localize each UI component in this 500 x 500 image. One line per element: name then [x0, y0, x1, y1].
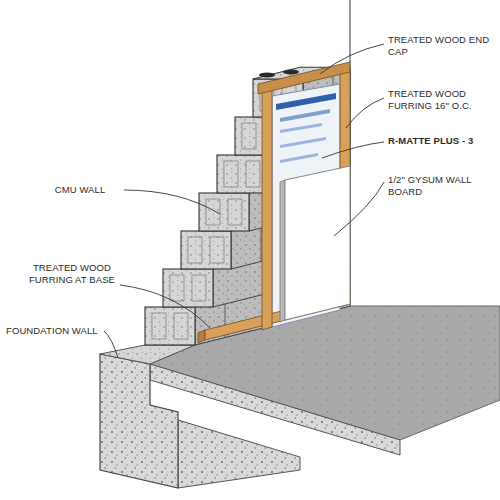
- cmu-core-outline: [206, 199, 220, 225]
- leader-line: [334, 182, 384, 236]
- callout-label: 1/2" GYSUM WALL BOARD: [388, 174, 496, 198]
- leader-lines: [104, 44, 384, 358]
- base-furring-end: [198, 330, 205, 343]
- cmu-block-end: [217, 155, 267, 193]
- wood-and-panels: [198, 62, 350, 343]
- panel-print-band: [280, 153, 318, 163]
- cmu-core-outline: [224, 161, 238, 187]
- cmu-core-outline: [242, 123, 256, 149]
- wood-end-cap: [258, 62, 350, 94]
- gypsum-board: [285, 166, 350, 320]
- cmu-core-outline: [188, 237, 202, 263]
- furring-strip: [262, 88, 272, 330]
- cmu-block-end: [163, 269, 213, 307]
- cmu-wall: [145, 67, 350, 345]
- foundation-wall: [100, 354, 178, 488]
- cmu-block-end: [145, 307, 195, 345]
- callout-label: TREATED WOOD END CAP: [388, 34, 496, 58]
- leader-line: [120, 285, 210, 328]
- cmu-core-outline: [192, 275, 206, 301]
- cmu-core: [259, 72, 275, 77]
- cmu-core-outline: [174, 313, 188, 339]
- panel-print-band: [280, 123, 322, 133]
- cmu-core-outline: [228, 199, 242, 225]
- panel-print-band: [276, 93, 336, 110]
- cmu-block-end: [181, 231, 231, 269]
- leader-line: [322, 142, 384, 158]
- callout-label: R-MATTE PLUS - 3: [388, 135, 496, 147]
- panel-print-band: [280, 109, 330, 122]
- cmu-core-outline: [170, 275, 184, 301]
- cmu-core-outline: [246, 161, 260, 187]
- cmu-block-end: [199, 193, 249, 231]
- mortar-joint: [261, 224, 262, 262]
- leader-line: [104, 331, 118, 358]
- callout-label: CMU WALL: [40, 184, 120, 196]
- leader-line: [320, 44, 384, 74]
- leader-line: [124, 190, 220, 214]
- callout-label: TREATED WOOD FURRING 16" O.C.: [388, 88, 496, 112]
- callout-label: FOUNDATION WALL: [6, 325, 118, 337]
- cmu-core-outline: [210, 237, 224, 263]
- gypsum-edge: [280, 180, 285, 322]
- leader-line: [346, 98, 384, 128]
- footing-side: [178, 420, 300, 488]
- cmu-core: [283, 69, 299, 74]
- cmu-core-outline: [152, 313, 166, 339]
- panel-print-band: [280, 137, 326, 148]
- callout-label: TREATED WOOD FURRING AT BASE: [22, 262, 122, 286]
